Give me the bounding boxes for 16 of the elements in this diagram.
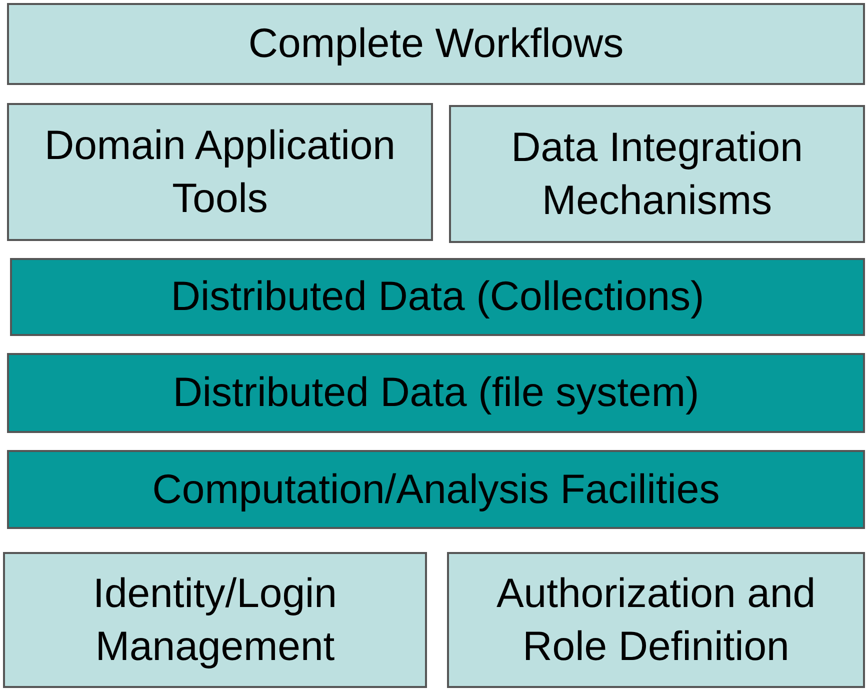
layer-box bbox=[7, 3, 865, 85]
layer-label: Authorization and Role Definition bbox=[495, 568, 817, 671]
layer-label: Data Integration Mechanisms bbox=[510, 122, 804, 225]
layer-label: Distributed Data (Collections) bbox=[170, 272, 706, 322]
layer-box bbox=[7, 103, 433, 241]
layer-label: Identity/Login Management bbox=[92, 568, 338, 671]
layer-label: Computation/Analysis Facilities bbox=[151, 464, 721, 514]
layer-label: Complete Workflows bbox=[247, 19, 625, 68]
layer-box bbox=[449, 105, 865, 243]
layer-box bbox=[7, 353, 865, 433]
layer-box bbox=[7, 450, 865, 529]
layer-label: Domain Application Tools bbox=[44, 120, 396, 223]
layer-box bbox=[3, 552, 427, 688]
layer-label: Distributed Data (file system) bbox=[172, 368, 700, 418]
layer-box bbox=[10, 258, 865, 336]
layer-box bbox=[447, 552, 865, 688]
